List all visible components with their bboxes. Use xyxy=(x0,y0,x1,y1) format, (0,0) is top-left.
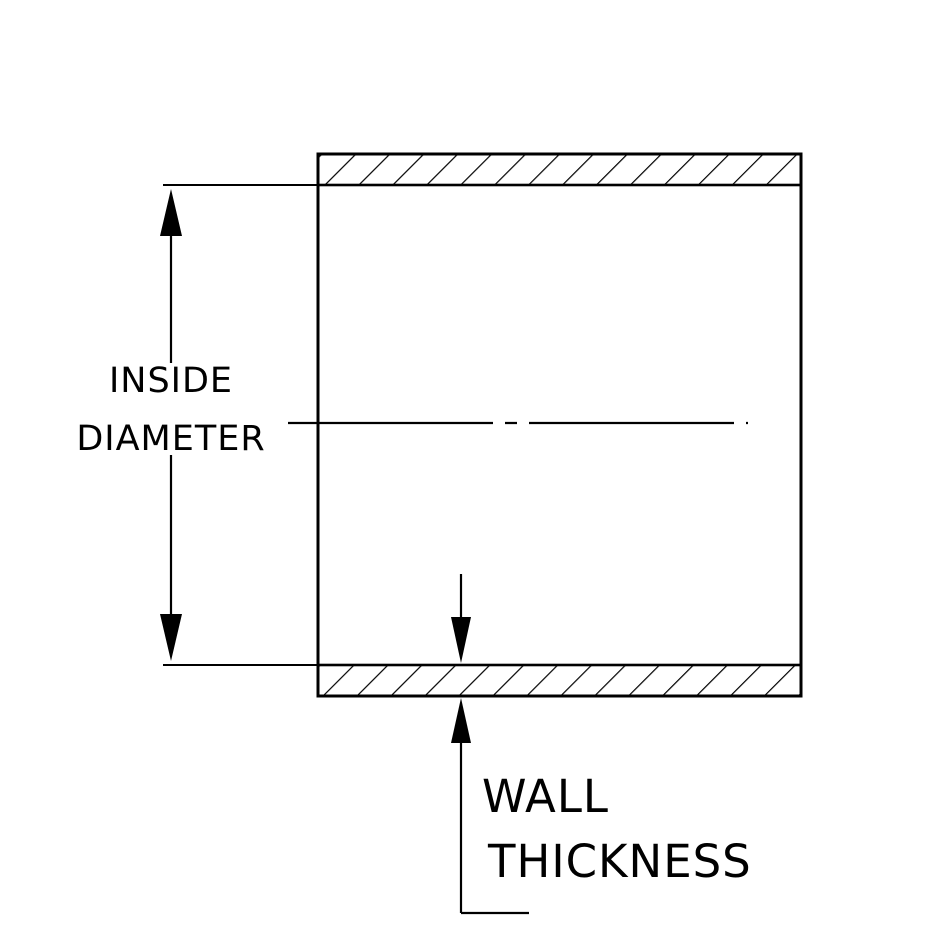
tube-outer-rect xyxy=(316,152,803,698)
bottom-wall-hatch xyxy=(316,663,803,698)
arrows xyxy=(160,189,471,743)
inside-diameter-arrow-up xyxy=(160,189,182,236)
labels: INSIDE DIAMETER WALL THICKNESS xyxy=(76,361,752,888)
inside-diameter-label-line2: DIAMETER xyxy=(76,419,265,459)
inside-diameter-label-line1: INSIDE xyxy=(109,361,233,401)
inside-diameter-arrow-down xyxy=(160,614,182,661)
top-wall-hatch xyxy=(316,152,803,187)
wall-thickness-arrow-up xyxy=(451,698,471,743)
wall-thickness-label-line1: WALL xyxy=(482,770,609,823)
linework xyxy=(163,152,803,915)
wall-thickness-arrow-down xyxy=(451,617,471,663)
wall-thickness-label-line2: THICKNESS xyxy=(487,835,752,888)
